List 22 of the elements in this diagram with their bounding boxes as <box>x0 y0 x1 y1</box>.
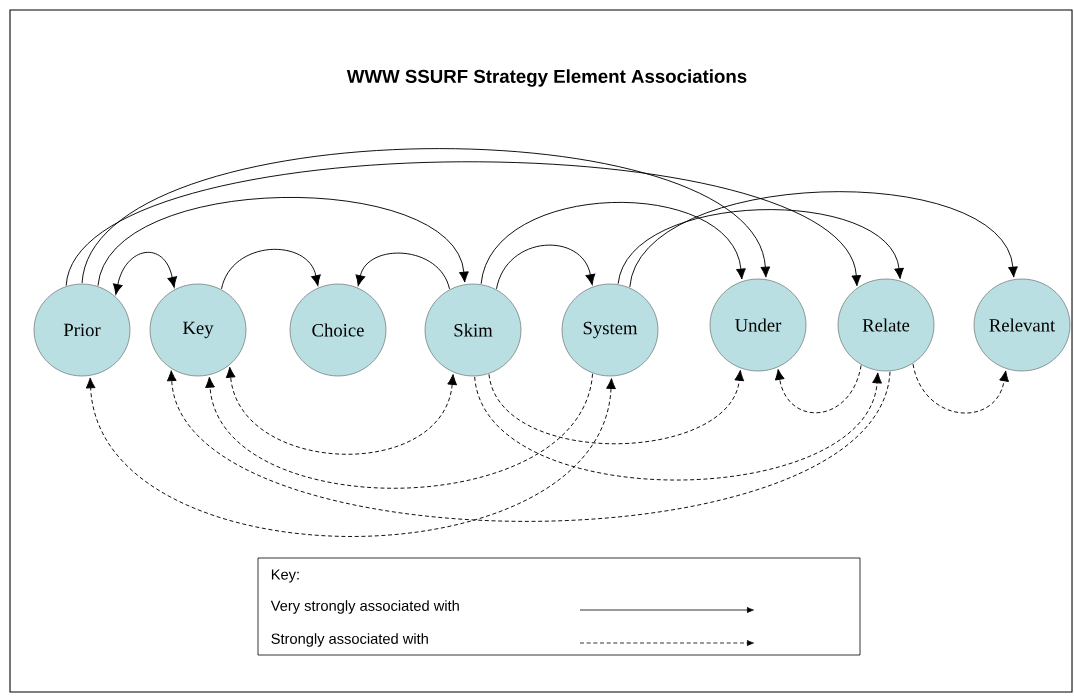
arrow <box>65 161 862 287</box>
arrow <box>221 249 321 290</box>
arrow <box>205 373 593 489</box>
arrow <box>774 364 862 414</box>
arrow <box>355 252 450 290</box>
arrow <box>97 197 469 287</box>
arrow <box>629 191 1018 288</box>
arrow <box>617 209 904 285</box>
arrow <box>474 372 882 481</box>
arrow <box>480 202 746 285</box>
title: WWW SSURF Strategy Element Associations <box>346 69 747 87</box>
legend-text: Very strongly associated with <box>270 600 459 614</box>
legend-text: Strongly associated with <box>271 633 428 647</box>
arrow <box>166 370 891 522</box>
legend-heading: Key: <box>271 569 299 583</box>
arrow <box>488 369 745 445</box>
arrow <box>85 377 616 537</box>
arrow <box>496 244 596 290</box>
arrow <box>112 252 178 295</box>
arrow <box>912 363 1009 414</box>
arrow <box>81 148 771 284</box>
arrow <box>225 366 458 455</box>
